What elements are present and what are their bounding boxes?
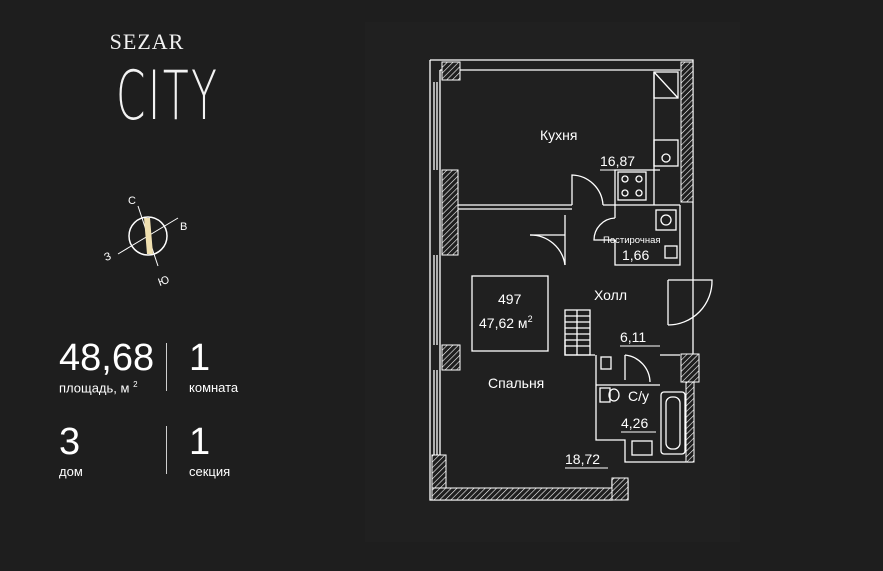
laundry-door: [593, 217, 616, 241]
wall-bottom: [431, 487, 613, 501]
room-area-kitchen: 16,87: [600, 153, 635, 169]
stat-rooms: 1 комната: [189, 338, 238, 395]
compass-ring: [128, 216, 168, 256]
sink: [631, 440, 653, 456]
logo-sezar: SEZAR: [109, 29, 185, 54]
apartment-number: 497: [498, 291, 522, 307]
room-area-hall: 6,11: [620, 329, 646, 345]
compass-needle: [144, 218, 153, 254]
room-name-bedroom: Спальня: [488, 375, 544, 391]
washing-machine: [655, 209, 677, 231]
boiler: [600, 356, 612, 370]
wall-bath-right: [685, 381, 695, 463]
entrance-door: [667, 279, 713, 326]
burner: [621, 175, 629, 183]
apartment-area: 47,62 м2: [479, 314, 533, 331]
burner: [635, 175, 643, 183]
stat-house: 3 дом: [59, 422, 83, 479]
compass-icon: С В Ю З: [103, 195, 188, 289]
wall-bottom-right: [611, 477, 629, 501]
bedroom-door: [529, 234, 566, 266]
stat-divider: [166, 343, 167, 391]
stat-section: 1 секция: [189, 422, 230, 479]
room-name-kitchen: Кухня: [540, 127, 577, 143]
burner: [621, 189, 629, 197]
toilet-bowl: [608, 388, 620, 402]
burner: [635, 189, 643, 197]
bathroom-door: [624, 354, 651, 383]
laundry-walls: [614, 205, 681, 266]
wall-column-mid: [441, 169, 459, 256]
bathroom-walls: [595, 354, 693, 463]
laundry-sink: [664, 245, 678, 259]
bathtub-inner: [665, 396, 681, 450]
washing-drum: [660, 214, 672, 226]
wall-column-low: [441, 344, 461, 371]
toilet: [599, 387, 611, 403]
stat-divider: [166, 426, 167, 474]
rooms-label: комната: [189, 380, 239, 395]
house-label: дом: [59, 464, 83, 479]
house-value: 3: [59, 421, 81, 463]
room-area-bedroom: 18,72: [565, 451, 600, 467]
room-name-bathroom: С/у: [628, 388, 649, 404]
stat-area: 48,68 площадь, м 2: [59, 338, 154, 395]
room-name-hall: Холл: [594, 287, 627, 303]
apartment-info-box: [471, 275, 549, 352]
bathtub: [660, 391, 686, 455]
wall-bath-column: [680, 353, 700, 383]
wall-right-kitchen: [680, 61, 694, 203]
area-value: 48,68: [59, 337, 155, 379]
rooms-value: 1: [189, 337, 211, 379]
compass-south: Ю: [157, 274, 172, 289]
area-label: площадь, м 2: [59, 380, 138, 396]
room-area-laundry: 1,66: [622, 247, 649, 263]
room-area-bathroom: 4,26: [621, 415, 648, 431]
compass-west: З: [103, 250, 114, 264]
compass-east: В: [180, 221, 187, 233]
compass-north: С: [128, 195, 136, 207]
wall-column: [441, 61, 461, 81]
fridge-diagonal: [653, 71, 679, 99]
kitchen-door: [571, 174, 604, 206]
room-name-laundry: Постирочная: [603, 235, 661, 246]
plan-panel: [365, 22, 740, 542]
section-value: 1: [189, 421, 211, 463]
sink-drain: [661, 153, 671, 163]
stove: [617, 171, 647, 201]
section-label: секция: [189, 464, 231, 479]
